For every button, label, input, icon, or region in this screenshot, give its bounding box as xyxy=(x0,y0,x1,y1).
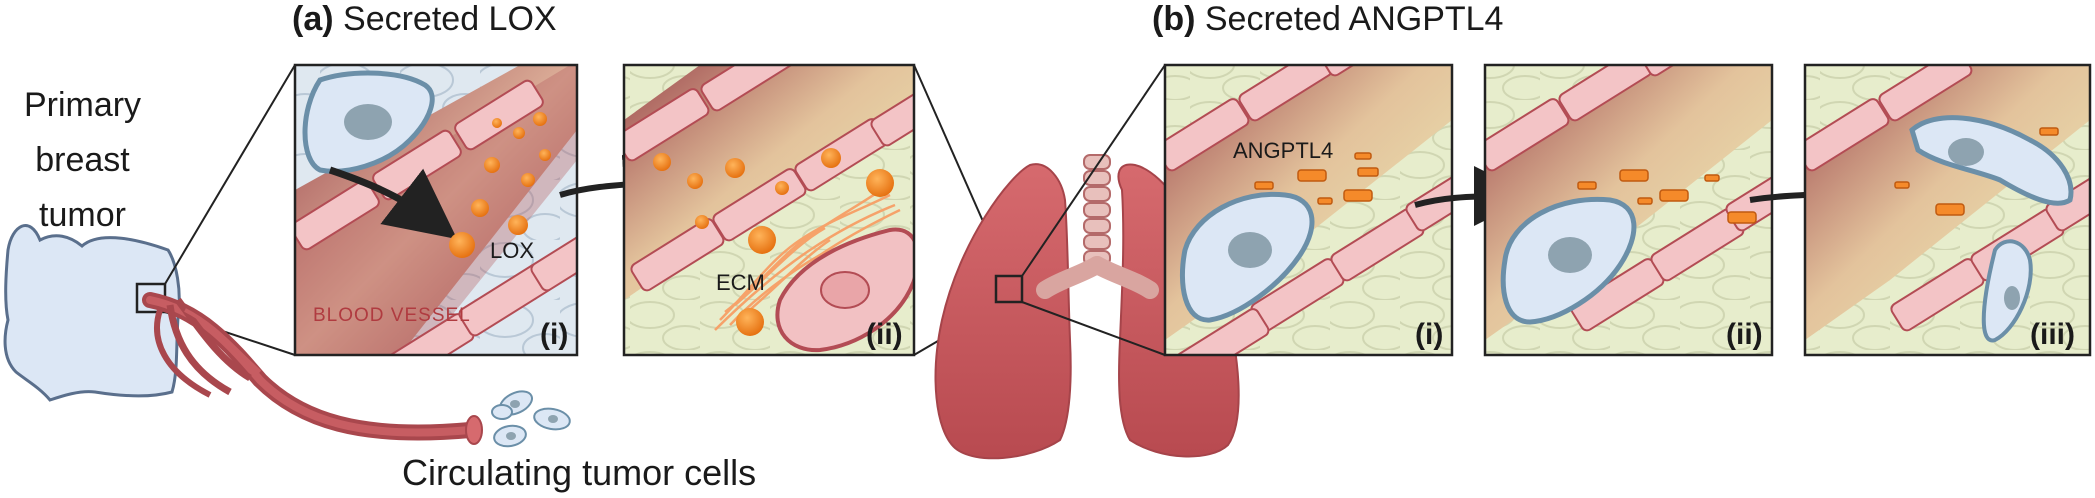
blood-vessel-label: BLOOD VESSEL xyxy=(313,305,471,326)
title-b-text: Secreted ANGPTL4 xyxy=(1204,0,1504,38)
tumor-blood-vessel xyxy=(142,292,483,445)
panel-b-iii-numeral: (iii) xyxy=(2030,318,2075,351)
panel-a-i xyxy=(295,65,577,355)
angptl4-particles xyxy=(1254,152,1379,205)
lox-particles-ecm xyxy=(653,148,894,336)
tumor-label: Primary breast tumor xyxy=(0,78,165,243)
panel-b-ii-numeral: (ii) xyxy=(1726,318,1763,351)
title-a: (a) Secreted LOX xyxy=(292,0,557,39)
zoom-line xyxy=(164,64,296,285)
tumor-label-line2: breast xyxy=(35,141,130,179)
zoom-line xyxy=(1021,64,1166,277)
panel-b-i-numeral: (i) xyxy=(1415,318,1444,351)
lox-label: LOX xyxy=(490,238,535,263)
zoom-line xyxy=(1021,301,1166,356)
lox-particles xyxy=(449,112,551,258)
angptl4-particles xyxy=(1894,127,2059,216)
angptl4-particles xyxy=(1577,169,1757,224)
primary-tumor xyxy=(3,224,181,402)
angptl4-label: ANGPTL4 xyxy=(1233,138,1334,163)
panel-a-ii-numeral: (ii) xyxy=(866,318,903,351)
circulating-tumor-cells xyxy=(491,390,571,448)
ecm-fibers xyxy=(714,183,901,331)
title-a-text: Secreted LOX xyxy=(343,0,557,38)
panel-b-ii xyxy=(1485,65,1772,355)
tumor-label-line1: Primary xyxy=(23,86,142,124)
ctc-label: Circulating tumor cells xyxy=(402,452,757,493)
title-a-letter: (a) xyxy=(292,0,334,38)
ecm-label: ECM xyxy=(716,270,765,295)
panel-a-ii xyxy=(624,65,914,355)
panel-b-iii xyxy=(1805,65,2090,355)
secretion-arrow xyxy=(328,166,458,240)
title-b: (b) Secreted ANGPTL4 xyxy=(1152,0,1503,39)
panel-a-i-numeral: (i) xyxy=(540,318,569,351)
title-b-letter: (b) xyxy=(1152,0,1196,38)
panel-b-i xyxy=(1165,65,1452,355)
tumor-label-line3: tumor xyxy=(39,196,126,234)
